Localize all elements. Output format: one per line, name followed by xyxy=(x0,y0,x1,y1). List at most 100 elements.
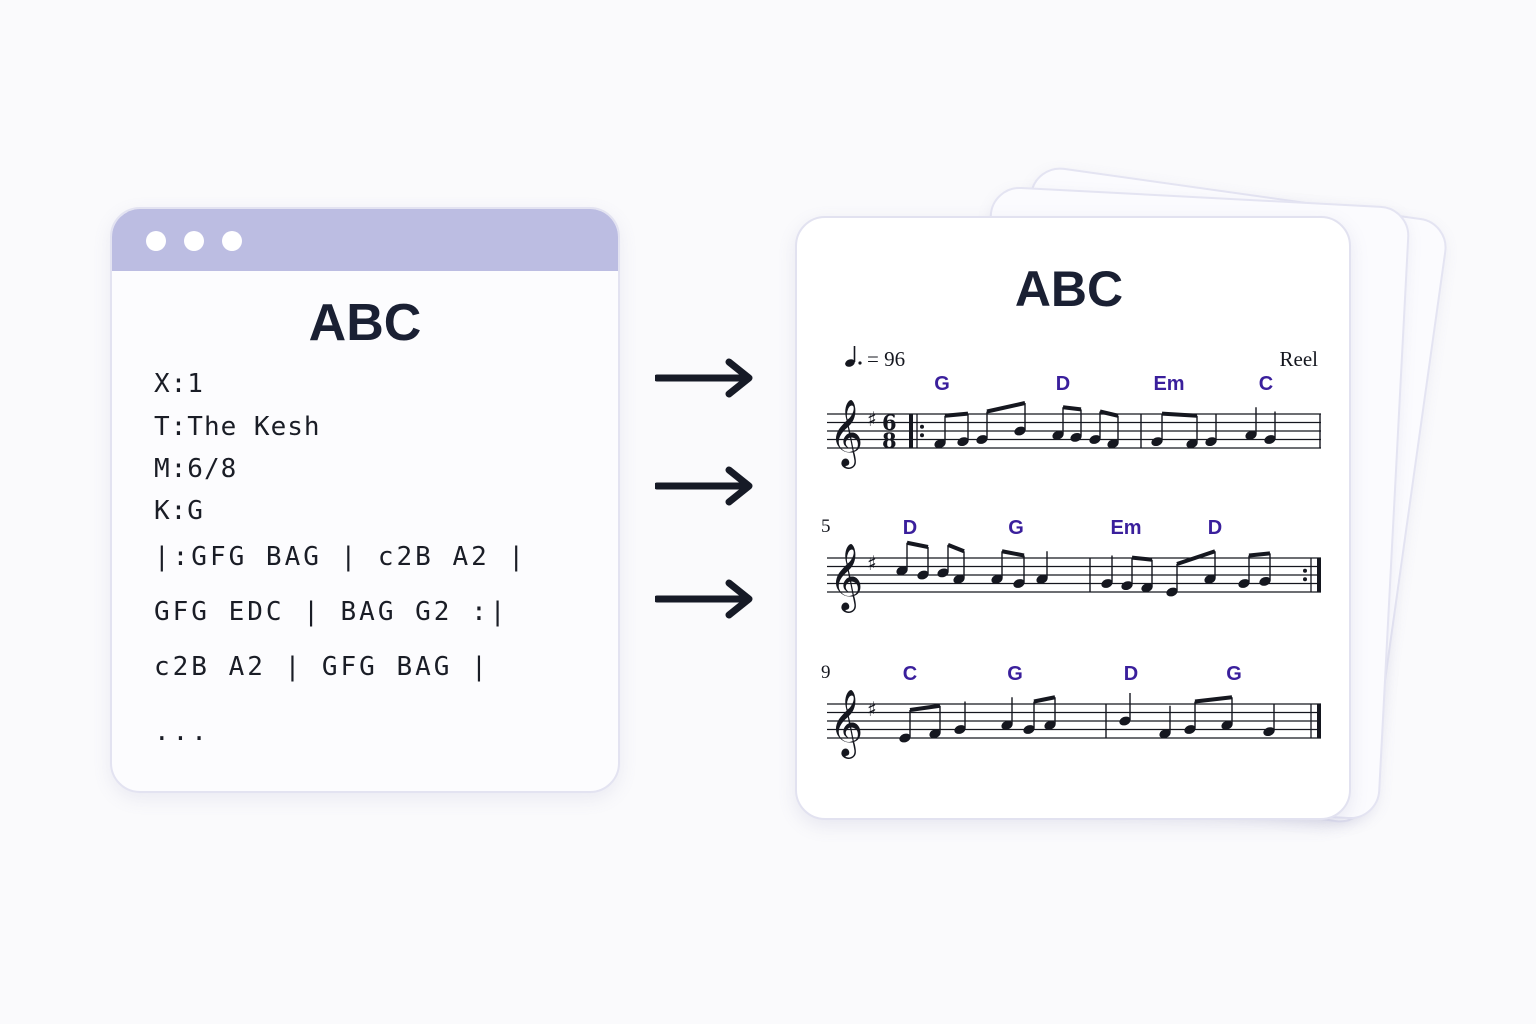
note-head xyxy=(953,574,965,584)
note-beam xyxy=(1248,551,1271,558)
note-beam xyxy=(1161,411,1198,418)
chord-symbol: G xyxy=(1007,663,1023,685)
note-head xyxy=(1221,720,1233,730)
note-beam xyxy=(1062,405,1082,412)
measure-number: 5 xyxy=(821,516,831,537)
note-beam xyxy=(1001,549,1025,558)
note-head xyxy=(1052,430,1064,440)
note-head xyxy=(1070,432,1082,442)
chord-symbol: Em xyxy=(1110,517,1141,539)
chord-symbol: C xyxy=(1259,373,1273,395)
final-barline xyxy=(1317,704,1321,738)
note-head xyxy=(957,437,969,447)
score-title: ABC xyxy=(1015,261,1123,317)
note-beam xyxy=(1099,409,1119,418)
window-titlebar xyxy=(112,209,618,271)
note-beam xyxy=(1131,555,1153,562)
right-arrow-icon xyxy=(655,466,753,506)
chord-symbol: D xyxy=(1056,373,1070,395)
abc-code-line[interactable]: K:G xyxy=(154,496,204,526)
note-beam xyxy=(944,411,969,418)
editor-title: ABC xyxy=(308,294,422,352)
repeat-dot xyxy=(1303,568,1307,573)
treble-clef-icon: 𝄞 xyxy=(829,688,863,759)
note-beam xyxy=(909,703,941,712)
right-arrow-icon xyxy=(655,579,753,619)
note-head xyxy=(1001,720,1013,730)
note-head xyxy=(1141,583,1153,593)
note-head xyxy=(1023,725,1035,734)
note-head xyxy=(1107,439,1119,449)
note-head xyxy=(1089,435,1101,444)
note-head xyxy=(1101,579,1113,588)
note-head xyxy=(976,435,988,444)
note-head xyxy=(1204,574,1216,584)
note-beam xyxy=(1176,549,1216,566)
note-head xyxy=(1119,716,1131,726)
note-head xyxy=(1245,430,1257,440)
final-barline xyxy=(1317,558,1321,592)
abc-code-line[interactable]: ... xyxy=(154,717,210,747)
time-signature-bottom: 8 xyxy=(882,428,897,453)
note-beam xyxy=(947,543,965,554)
note-beam xyxy=(906,540,929,549)
window-control-dot[interactable] xyxy=(222,231,242,251)
note-beam xyxy=(1194,695,1233,704)
note-head xyxy=(1263,727,1275,737)
chord-symbol: G xyxy=(1226,663,1242,685)
repeat-start-bar xyxy=(909,414,913,448)
note-head xyxy=(917,570,929,580)
chord-symbol: G xyxy=(1008,517,1024,539)
treble-clef-icon: 𝄞 xyxy=(829,542,863,613)
chord-symbol: D xyxy=(1124,663,1138,685)
note-head xyxy=(1166,587,1178,597)
abc-code-line[interactable]: c2B A2 | GFG BAG | xyxy=(154,652,490,682)
sharp-icon: ♯ xyxy=(867,551,877,575)
sharp-icon: ♯ xyxy=(867,407,877,431)
abc-code-line[interactable]: X:1 xyxy=(154,369,204,399)
note-head xyxy=(1264,435,1276,444)
note-head xyxy=(1238,579,1250,588)
note-head xyxy=(934,439,946,449)
treble-clef-icon: 𝄞 xyxy=(829,398,863,469)
note-head xyxy=(1036,574,1048,584)
window-control-dot[interactable] xyxy=(146,231,166,251)
window-control-dot[interactable] xyxy=(184,231,204,251)
note-head xyxy=(1186,439,1198,449)
abc-editor-window: ABC X:1 T:The Kesh M:6/8 K:G |:GFG BAG |… xyxy=(110,207,620,793)
note-head xyxy=(991,574,1003,584)
note-head xyxy=(899,733,911,743)
abc-code-line[interactable]: T:The Kesh xyxy=(154,412,321,442)
music-system: 𝄞♯ 9 C G D G xyxy=(821,662,1321,759)
repeat-dot xyxy=(1303,577,1307,582)
sharp-icon: ♯ xyxy=(867,697,877,721)
repeat-dot xyxy=(920,433,924,438)
dotted-quarter-note-icon xyxy=(845,346,862,367)
note-head xyxy=(954,725,966,734)
style-marking: Reel xyxy=(1280,347,1319,371)
note-beam xyxy=(986,401,1026,414)
note-beam xyxy=(1033,695,1056,704)
chord-symbol: C xyxy=(903,663,917,685)
abc-code-line[interactable]: M:6/8 xyxy=(154,454,238,484)
note-head xyxy=(1159,729,1171,739)
note-head xyxy=(1151,437,1163,447)
note-head xyxy=(929,729,941,739)
chord-symbol: Em xyxy=(1153,373,1184,395)
note-head xyxy=(1044,720,1056,730)
chord-symbol: D xyxy=(1208,517,1222,539)
abc-code-line[interactable]: |:GFG BAG | c2B A2 | xyxy=(154,542,528,572)
repeat-dot xyxy=(920,424,924,429)
abc-code-line[interactable]: GFG EDC | BAG G2 :| xyxy=(154,597,509,627)
chord-symbol: G xyxy=(934,373,950,395)
note-head xyxy=(1121,581,1133,591)
note-head xyxy=(1259,576,1271,586)
note-head xyxy=(1014,426,1026,436)
note-head xyxy=(896,566,908,576)
measure-number: 9 xyxy=(821,662,831,683)
note-head xyxy=(937,568,949,578)
